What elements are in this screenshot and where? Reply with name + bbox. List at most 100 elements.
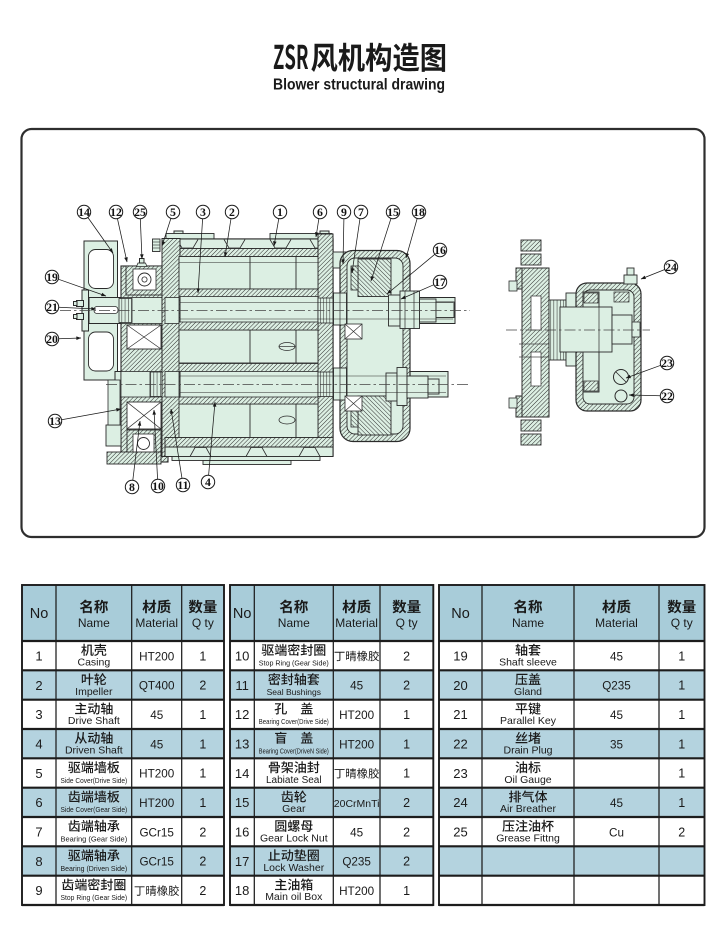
svg-text:HT200: HT200 bbox=[339, 738, 375, 751]
svg-text:21: 21 bbox=[46, 300, 58, 314]
svg-text:Gland: Gland bbox=[514, 686, 542, 698]
svg-text:Q235: Q235 bbox=[342, 856, 371, 869]
svg-text:Bearing Cover(DriveN Side): Bearing Cover(DriveN Side) bbox=[259, 747, 329, 756]
svg-text:19: 19 bbox=[46, 270, 58, 284]
svg-text:4: 4 bbox=[205, 475, 211, 489]
svg-text:11: 11 bbox=[177, 478, 188, 492]
svg-text:14: 14 bbox=[78, 205, 90, 219]
svg-text:20: 20 bbox=[453, 678, 467, 693]
svg-text:8: 8 bbox=[129, 480, 135, 494]
svg-text:1: 1 bbox=[403, 737, 410, 751]
svg-text:16: 16 bbox=[235, 825, 249, 840]
svg-text:10: 10 bbox=[152, 479, 164, 493]
svg-text:18: 18 bbox=[413, 205, 425, 219]
svg-text:1: 1 bbox=[199, 767, 206, 781]
svg-text:5: 5 bbox=[35, 766, 42, 781]
svg-text:13: 13 bbox=[49, 414, 61, 428]
svg-text:45: 45 bbox=[150, 709, 164, 722]
svg-text:1: 1 bbox=[678, 649, 685, 663]
svg-text:Seal Bushings: Seal Bushings bbox=[267, 687, 321, 697]
svg-text:Impeller: Impeller bbox=[75, 686, 113, 698]
svg-text:No: No bbox=[233, 606, 252, 622]
svg-text:Side Cover(Drive Side): Side Cover(Drive Side) bbox=[61, 776, 128, 785]
svg-text:HT200: HT200 bbox=[139, 650, 175, 663]
svg-text:12: 12 bbox=[235, 707, 249, 722]
svg-text:2: 2 bbox=[229, 205, 235, 219]
svg-text:6: 6 bbox=[35, 795, 42, 810]
svg-text:No: No bbox=[30, 606, 49, 622]
svg-text:1: 1 bbox=[678, 737, 685, 751]
svg-text:GCr15: GCr15 bbox=[139, 856, 174, 869]
svg-text:22: 22 bbox=[453, 737, 467, 752]
svg-text:Drain Plug: Drain Plug bbox=[503, 745, 552, 757]
svg-text:Gear: Gear bbox=[282, 803, 306, 815]
svg-text:2: 2 bbox=[403, 825, 410, 839]
svg-text:20: 20 bbox=[46, 332, 58, 346]
svg-text:HT200: HT200 bbox=[139, 797, 175, 810]
svg-text:9: 9 bbox=[35, 883, 42, 898]
svg-text:GCr15: GCr15 bbox=[139, 826, 174, 839]
svg-text:1: 1 bbox=[199, 796, 206, 810]
svg-text:13: 13 bbox=[235, 737, 249, 752]
svg-text:Stop Ring (Gear Side): Stop Ring (Gear Side) bbox=[61, 893, 128, 902]
svg-text:45: 45 bbox=[350, 826, 364, 839]
svg-text:HT200: HT200 bbox=[139, 768, 175, 781]
svg-text:Material: Material bbox=[335, 616, 378, 630]
svg-text:Name: Name bbox=[78, 616, 110, 630]
svg-text:Gear Lock Nut: Gear Lock Nut bbox=[260, 833, 328, 845]
svg-text:1: 1 bbox=[678, 796, 685, 810]
svg-text:Material: Material bbox=[595, 616, 638, 630]
svg-text:Driven Shaft: Driven Shaft bbox=[65, 745, 123, 757]
svg-text:20CrMnTi: 20CrMnTi bbox=[334, 798, 380, 810]
svg-text:Side Cover(Gear Side): Side Cover(Gear Side) bbox=[61, 805, 128, 814]
svg-text:No: No bbox=[451, 606, 470, 622]
svg-text:1: 1 bbox=[403, 708, 410, 722]
svg-text:1: 1 bbox=[277, 205, 283, 219]
svg-text:3: 3 bbox=[200, 205, 206, 219]
svg-text:2: 2 bbox=[403, 855, 410, 869]
svg-text:45: 45 bbox=[610, 709, 624, 722]
svg-text:Main oil Box: Main oil Box bbox=[265, 891, 323, 903]
svg-text:1: 1 bbox=[403, 884, 410, 898]
svg-text:2: 2 bbox=[199, 884, 206, 898]
svg-text:Oil Gauge: Oil Gauge bbox=[504, 774, 551, 786]
svg-text:Bearing Cover(Drive Side): Bearing Cover(Drive Side) bbox=[259, 717, 329, 726]
svg-text:23: 23 bbox=[661, 356, 673, 370]
svg-text:6: 6 bbox=[317, 205, 323, 219]
svg-text:2: 2 bbox=[35, 678, 42, 693]
svg-text:Casing: Casing bbox=[78, 657, 111, 669]
svg-text:2: 2 bbox=[403, 679, 410, 693]
svg-text:Drive Shaft: Drive Shaft bbox=[68, 715, 120, 727]
svg-text:25: 25 bbox=[134, 205, 146, 219]
svg-text:2: 2 bbox=[199, 855, 206, 869]
svg-text:Air Breather: Air Breather bbox=[500, 803, 557, 815]
svg-text:45: 45 bbox=[610, 650, 624, 663]
svg-text:14: 14 bbox=[235, 766, 249, 781]
svg-text:2: 2 bbox=[678, 825, 685, 839]
svg-text:Cu: Cu bbox=[609, 826, 624, 839]
svg-text:16: 16 bbox=[434, 243, 446, 257]
svg-text:1: 1 bbox=[199, 708, 206, 722]
svg-text:22: 22 bbox=[661, 389, 673, 403]
svg-text:9: 9 bbox=[341, 205, 347, 219]
svg-text:2: 2 bbox=[199, 679, 206, 693]
svg-text:10: 10 bbox=[235, 649, 249, 664]
svg-text:Name: Name bbox=[278, 616, 310, 630]
svg-text:1: 1 bbox=[403, 767, 410, 781]
svg-text:HT200: HT200 bbox=[339, 709, 375, 722]
svg-text:Name: Name bbox=[512, 616, 544, 630]
svg-text:Grease Fittng: Grease Fittng bbox=[496, 833, 560, 845]
svg-text:7: 7 bbox=[35, 825, 42, 840]
svg-text:25: 25 bbox=[453, 825, 467, 840]
svg-text:HT200: HT200 bbox=[339, 885, 375, 898]
svg-text:Bearing (Gear Side): Bearing (Gear Side) bbox=[61, 835, 128, 844]
svg-text:45: 45 bbox=[150, 738, 164, 751]
svg-text:18: 18 bbox=[235, 883, 249, 898]
svg-text:2: 2 bbox=[403, 796, 410, 810]
svg-text:11: 11 bbox=[235, 678, 249, 693]
svg-text:45: 45 bbox=[610, 797, 624, 810]
svg-text:Labiate Seal: Labiate Seal bbox=[266, 775, 322, 786]
svg-text:Q ty: Q ty bbox=[396, 616, 418, 630]
svg-text:12: 12 bbox=[110, 205, 122, 219]
svg-text:21: 21 bbox=[453, 707, 467, 722]
